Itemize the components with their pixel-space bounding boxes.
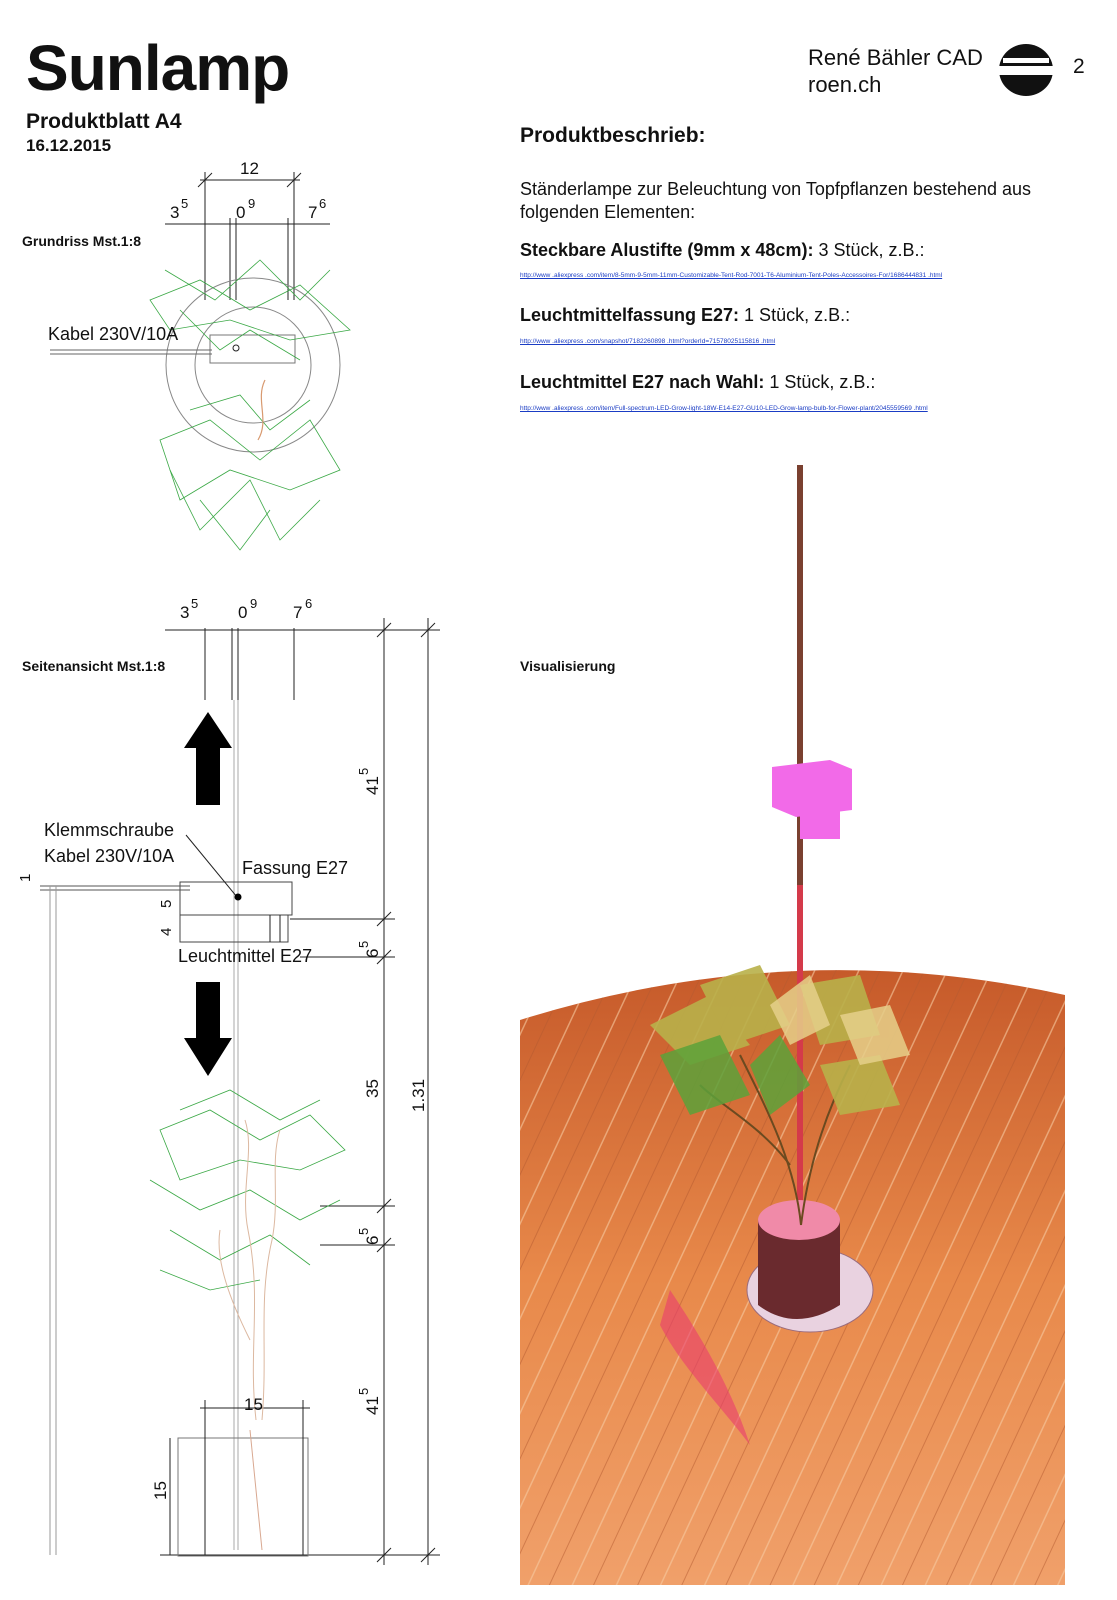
visualization-render <box>520 465 1065 1585</box>
author-name: René Bähler CAD <box>808 45 983 70</box>
dim-bulb-to-plant: 35 <box>363 1079 382 1098</box>
item-qty: 1 Stück, z.B.: <box>764 372 876 392</box>
description-heading: Produktbeschrieb: <box>520 124 706 147</box>
side-plant-foliage <box>149 1089 346 1291</box>
dim-lower-pole: 41 <box>363 1396 382 1415</box>
dim-total-height: 1.31 <box>409 1079 428 1112</box>
arrow-down-icon <box>184 982 232 1076</box>
sheet-subtitle: Produktblatt A4 <box>26 110 182 133</box>
plan-plant-foliage <box>149 259 351 551</box>
plan-dim-a-sup: 5 <box>181 196 188 211</box>
dim-lower-pole-sup: 5 <box>356 1388 371 1395</box>
dim-plant-gap-sup: 5 <box>356 1228 371 1235</box>
dim-pot-width: 15 <box>244 1395 263 1414</box>
dim-cable: 1 <box>17 874 34 882</box>
pole-upper <box>797 465 803 885</box>
plan-dim-b-sup: 9 <box>248 196 255 211</box>
lamp-socket <box>772 760 852 817</box>
bulb-label: Leuchtmittel E27 <box>178 946 312 966</box>
item-qty: 3 Stück, z.B.: <box>813 240 925 260</box>
item-name: Steckbare Alustifte (9mm x 48cm): <box>520 240 814 260</box>
dim-plant-gap: 6 <box>363 1236 382 1245</box>
side-dim-c-sup: 6 <box>305 596 312 611</box>
arrow-up-icon <box>184 712 232 805</box>
side-dim-a-sup: 5 <box>191 596 198 611</box>
side-dim-c: 7 <box>293 603 302 622</box>
technical-drawing: 12 3 5 0 9 7 6 Kabel 230V/10A 3 5 0 9 7 … <box>17 159 440 1565</box>
item-qty: 1 Stück, z.B.: <box>739 305 851 325</box>
author-website: roen.ch <box>808 72 882 97</box>
item-link-rods[interactable]: http://www .aliexpress .com/item/8-5mm-9… <box>520 272 943 279</box>
dim-bulb-height: 4 <box>158 928 175 936</box>
plan-dim-c-sup: 6 <box>319 196 326 211</box>
plan-view-label: Grundriss Mst.1:8 <box>22 233 142 249</box>
item-socket: Leuchtmittelfassung E27: 1 Stück, z.B.: <box>520 305 850 326</box>
plan-dim-a: 3 <box>170 203 179 222</box>
screw-label: Klemmschraube <box>44 820 174 840</box>
dim-socket-height: 5 <box>158 900 175 908</box>
item-bulb: Leuchtmittel E27 nach Wahl: 1 Stück, z.B… <box>520 372 875 393</box>
item-link-socket[interactable]: http://www .aliexpress .com/snapshot/718… <box>520 338 776 345</box>
side-dim-b-sup: 9 <box>250 596 257 611</box>
item-name: Leuchtmittel E27 nach Wahl: <box>520 372 765 392</box>
visualization-label: Visualisierung <box>520 658 616 674</box>
dim-upper-pole: 41 <box>363 776 382 795</box>
item-name: Leuchtmittelfassung E27: <box>520 305 740 325</box>
dim-pot-height: 15 <box>151 1481 170 1500</box>
page-number: 2 <box>1073 55 1085 78</box>
dim-socket-gap: 6 <box>363 949 382 958</box>
plan-cable-label: Kabel 230V/10A <box>48 324 178 344</box>
item-aluminium-rods: Steckbare Alustifte (9mm x 48cm): 3 Stüc… <box>520 240 925 261</box>
socket-label: Fassung E27 <box>242 858 348 878</box>
dim-upper-pole-sup: 5 <box>356 768 371 775</box>
page-title: Sunlamp <box>26 32 290 104</box>
plant-pot <box>758 1220 840 1319</box>
plan-dim-b: 0 <box>236 203 245 222</box>
description-intro: Ständerlampe zur Beleuchtung von Topfpfl… <box>520 179 1032 222</box>
side-dim-b: 0 <box>238 603 247 622</box>
dim-socket-gap-sup: 5 <box>356 941 371 948</box>
side-view-label: Seitenansicht Mst.1:8 <box>22 658 166 674</box>
side-dim-a: 3 <box>180 603 189 622</box>
author-block: René Bähler CAD roen.ch <box>808 44 983 98</box>
roen-logo-icon <box>999 44 1053 96</box>
sheet-date: 16.12.2015 <box>26 136 112 155</box>
cable-label: Kabel 230V/10A <box>44 846 174 866</box>
plan-dim-width: 12 <box>240 159 259 178</box>
item-link-bulb[interactable]: http://www .aliexpress .com/item/Full-sp… <box>520 405 928 412</box>
plan-dim-c: 7 <box>308 203 317 222</box>
